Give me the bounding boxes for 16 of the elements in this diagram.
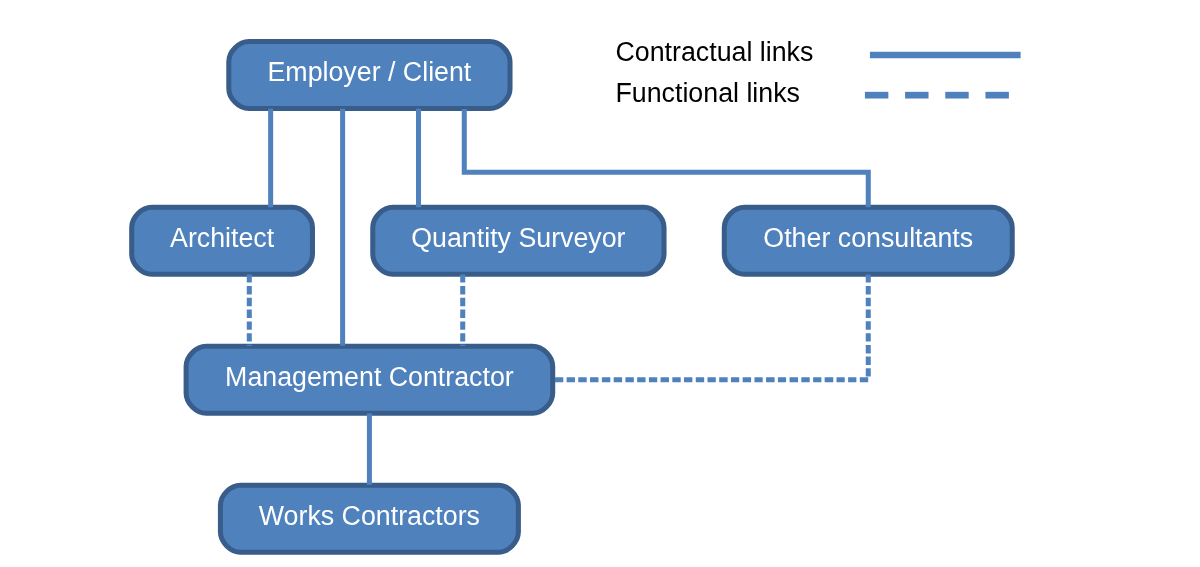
legend-label: Functional links: [615, 77, 800, 108]
legend-label: Contractual links: [615, 37, 814, 68]
node-box: Architect: [129, 204, 315, 277]
node-box: Works Contractors: [217, 482, 521, 555]
connector: [461, 109, 871, 208]
connector: [268, 108, 274, 208]
connector: [246, 274, 252, 346]
connector: [553, 274, 871, 383]
node-box: Quantity Surveyor: [370, 204, 667, 277]
node-box: Management Contractor: [183, 343, 556, 416]
connector: [340, 108, 346, 346]
node-box: Employer / Client: [226, 39, 513, 112]
connector: [416, 108, 421, 208]
node-box: Other consultants: [721, 204, 1015, 277]
connector: [366, 413, 372, 485]
connector: [460, 274, 466, 346]
